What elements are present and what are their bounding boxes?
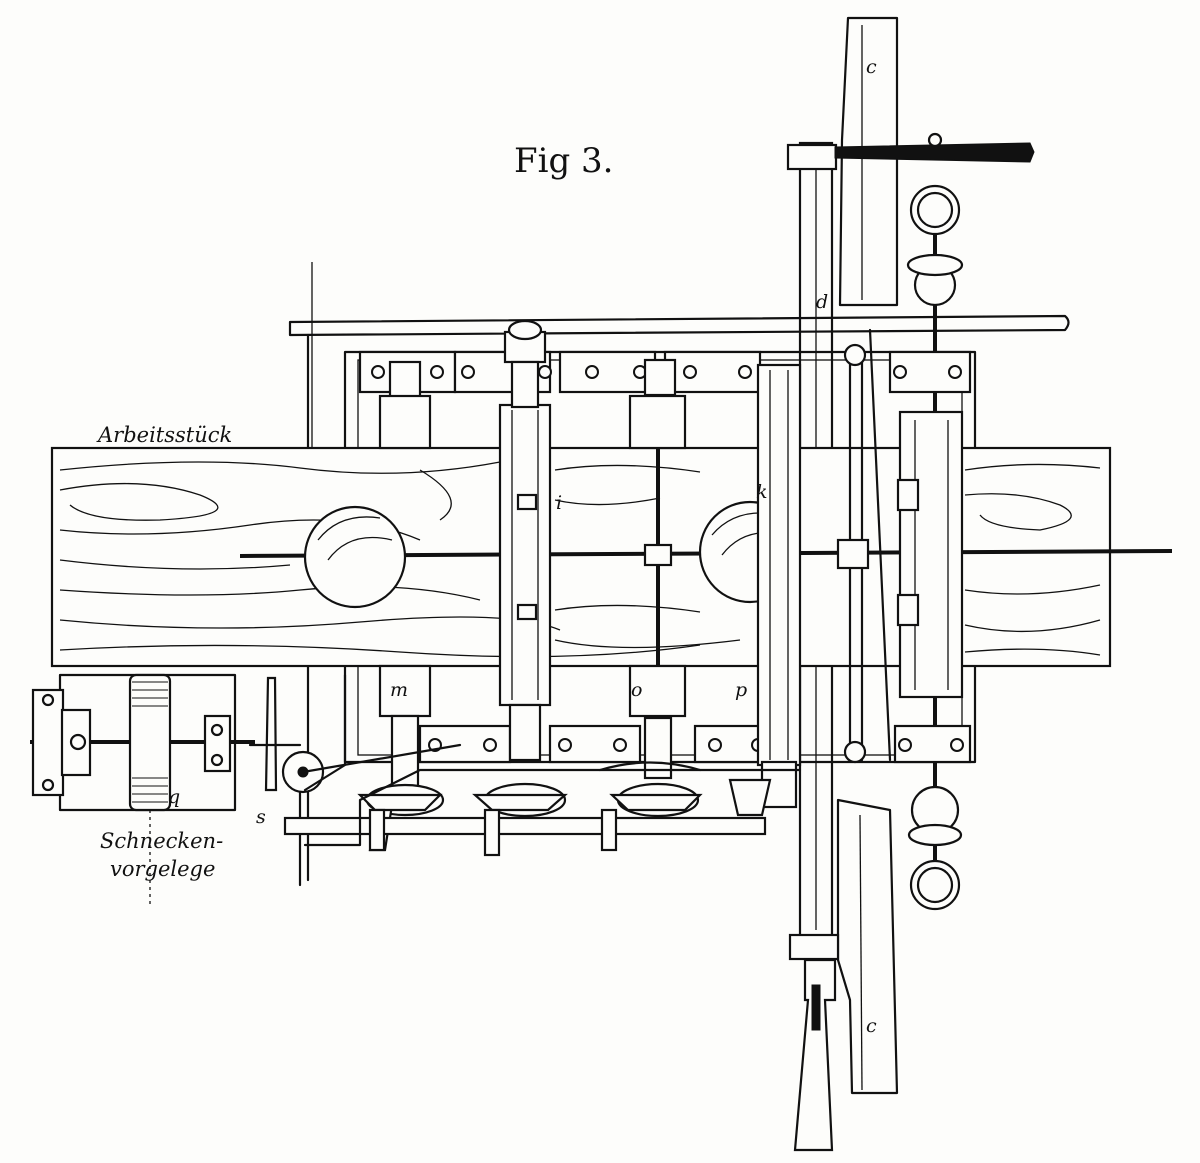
crank-pivot[interactable] [281, 673, 462, 794]
beam-c-bottom [836, 798, 899, 1095]
label-d: d [816, 291, 828, 313]
label-q: q [168, 786, 180, 808]
label-c-top: c [866, 56, 877, 78]
roller-k-p [756, 363, 802, 809]
beam-c-top [838, 16, 899, 307]
top-handle-lever[interactable] [834, 132, 1035, 163]
label-workpiece: Arbeitsstück [96, 423, 232, 447]
figure-title: Fig 3. [514, 141, 613, 181]
label-i: i [556, 492, 562, 514]
label-p: p [735, 679, 747, 701]
bottom-handle[interactable] [793, 958, 837, 1152]
label-worm-gear-1: Schnecken- [100, 829, 223, 853]
top-transverse-bar [288, 262, 1070, 450]
left-spherical-cutter [303, 505, 407, 609]
label-s: s [256, 806, 266, 828]
worm-disc-s[interactable] [248, 676, 302, 792]
label-worm-gear-2: vorgelege [110, 857, 215, 881]
linkage-rods [836, 328, 892, 764]
worm-wheel-q [128, 673, 172, 812]
roller-i [483, 360, 567, 818]
label-m: m [390, 679, 408, 701]
label-c-bottom: c [866, 1015, 877, 1037]
bottom-drive-shaft [283, 761, 802, 857]
label-o: o [631, 679, 642, 701]
roller-right [896, 410, 964, 699]
label-k: k [756, 481, 768, 503]
roller-o [616, 358, 700, 818]
